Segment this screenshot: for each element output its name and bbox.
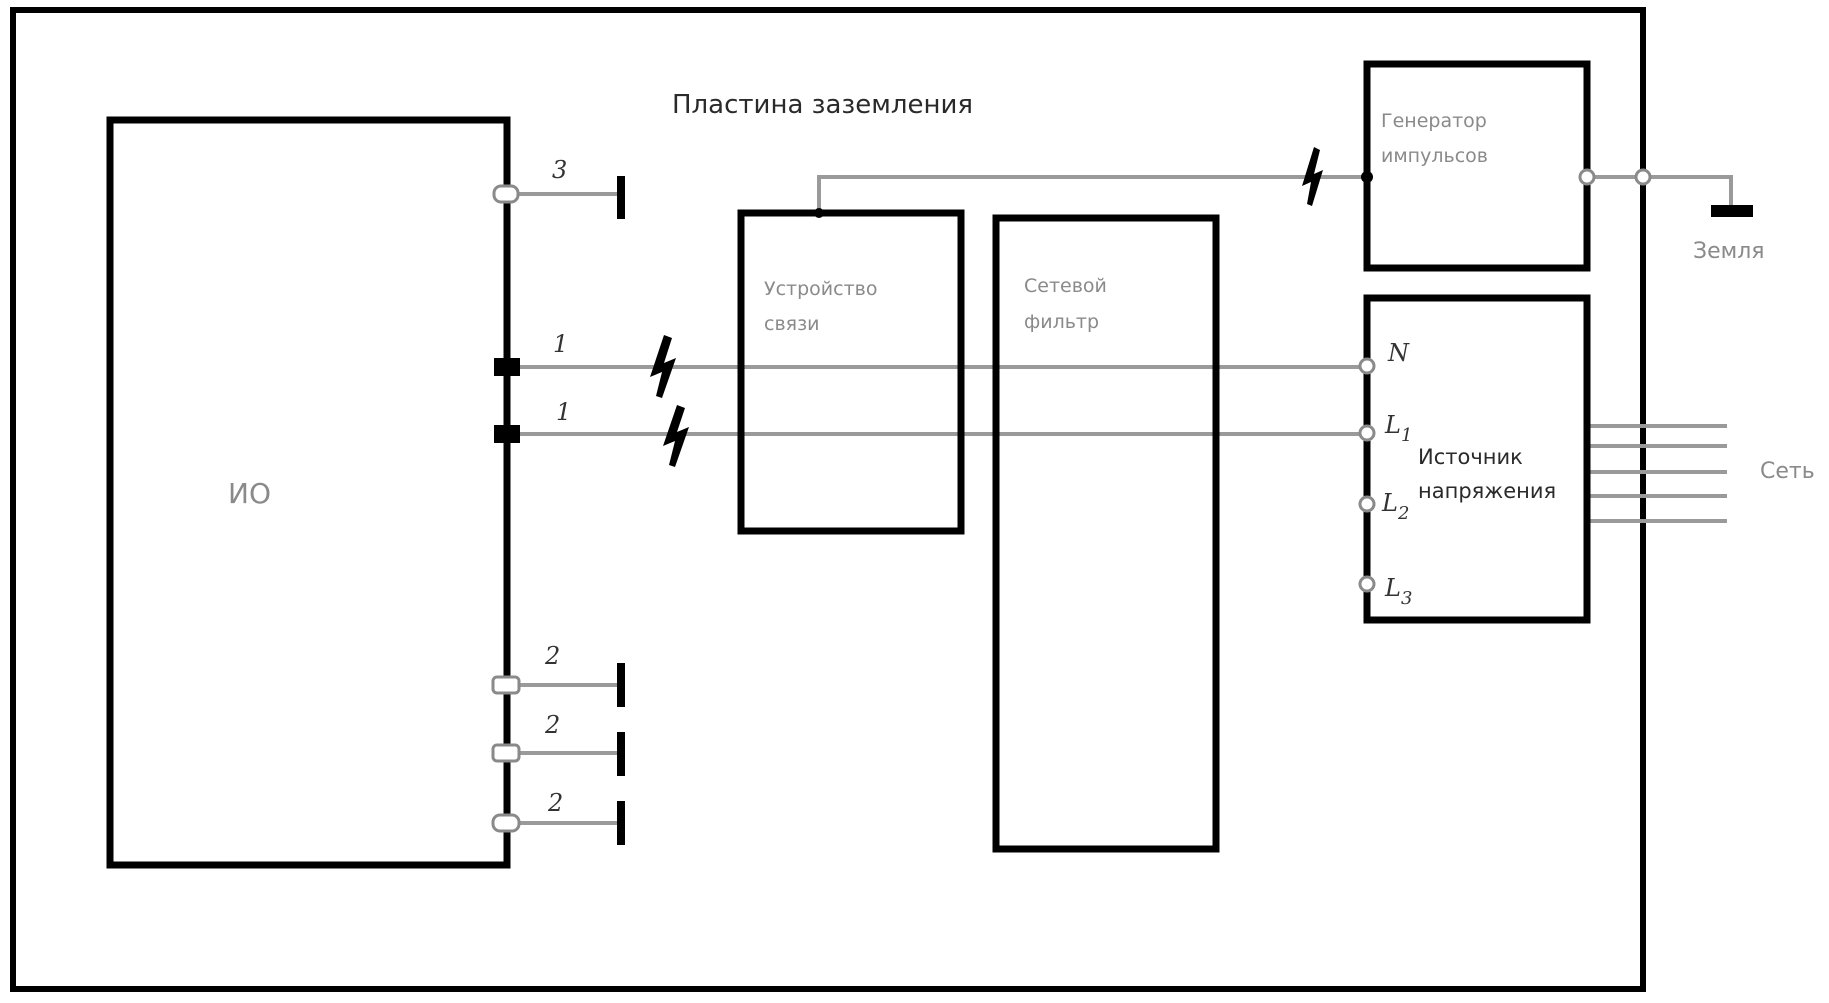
terminal-l2 bbox=[1358, 495, 1376, 513]
voltage-source-box bbox=[1363, 294, 1591, 624]
port1-n-label: 1 bbox=[553, 330, 568, 358]
port2a-ground-bar bbox=[617, 663, 625, 707]
voltage-source-label-2: напряжения bbox=[1418, 479, 1556, 503]
terminal-l3 bbox=[1358, 575, 1376, 593]
port3-terminal bbox=[492, 184, 520, 204]
line-filter-box bbox=[992, 214, 1220, 853]
surge-bolt-icon-line-l1 bbox=[663, 405, 689, 467]
coupling-device-box bbox=[737, 209, 965, 535]
coupling-device-label-2: связи bbox=[764, 313, 820, 335]
generator-input-junction bbox=[1361, 171, 1373, 183]
line-filter-label-2: фильтр bbox=[1024, 311, 1099, 333]
generator-output-terminal bbox=[1578, 168, 1596, 186]
terminal-l1-label: L1 bbox=[1384, 411, 1412, 446]
eut-box bbox=[106, 116, 511, 869]
voltage-source-label-1: Источник bbox=[1418, 445, 1523, 469]
ground-plate-title: Пластина заземления bbox=[672, 90, 973, 120]
generator-to-coupling-wire bbox=[817, 175, 1367, 213]
port2c-ground-bar bbox=[617, 801, 625, 845]
surge-bolt-icon-line-n bbox=[650, 335, 676, 398]
port2b-terminal bbox=[491, 743, 521, 763]
port2c-label: 2 bbox=[547, 789, 563, 817]
port2a-label: 2 bbox=[544, 642, 560, 670]
port2a-terminal bbox=[491, 675, 521, 695]
mains-lines bbox=[1587, 424, 1727, 523]
plate-ground-terminal bbox=[1634, 168, 1652, 186]
port1-n-terminal bbox=[494, 358, 520, 376]
eut-label: ИО bbox=[228, 477, 271, 510]
port1-l1-label: 1 bbox=[556, 398, 571, 426]
port3-ground-bar bbox=[617, 176, 625, 219]
port2b-ground-bar bbox=[617, 732, 625, 776]
surge-bolt-icon-generator bbox=[1302, 147, 1323, 206]
earth-ground-symbol bbox=[1711, 205, 1753, 217]
terminal-l2-label: L2 bbox=[1381, 489, 1409, 524]
pulse-generator-box bbox=[1363, 60, 1591, 272]
terminal-n-label: N bbox=[1387, 339, 1410, 367]
port1-l1-terminal bbox=[494, 425, 520, 443]
pulse-generator-label-1: Генератор bbox=[1381, 110, 1487, 132]
pulse-generator-label-2: импульсов bbox=[1381, 145, 1488, 167]
coupling-device-label-1: Устройство bbox=[764, 278, 877, 300]
port2b-label: 2 bbox=[544, 711, 560, 739]
line-filter-label-1: Сетевой bbox=[1024, 275, 1107, 297]
port3-label: 3 bbox=[552, 156, 567, 184]
terminal-l1 bbox=[1358, 424, 1376, 442]
earth-label: Земля bbox=[1693, 239, 1765, 264]
ground-plate-frame bbox=[10, 7, 1646, 992]
port2c-terminal bbox=[491, 813, 521, 833]
coupling-device-junction bbox=[814, 208, 824, 218]
terminal-n bbox=[1358, 357, 1376, 375]
mains-label: Сеть bbox=[1760, 459, 1815, 484]
terminal-l3-label: L3 bbox=[1384, 574, 1412, 609]
generator-ground-wire bbox=[1587, 175, 1733, 205]
